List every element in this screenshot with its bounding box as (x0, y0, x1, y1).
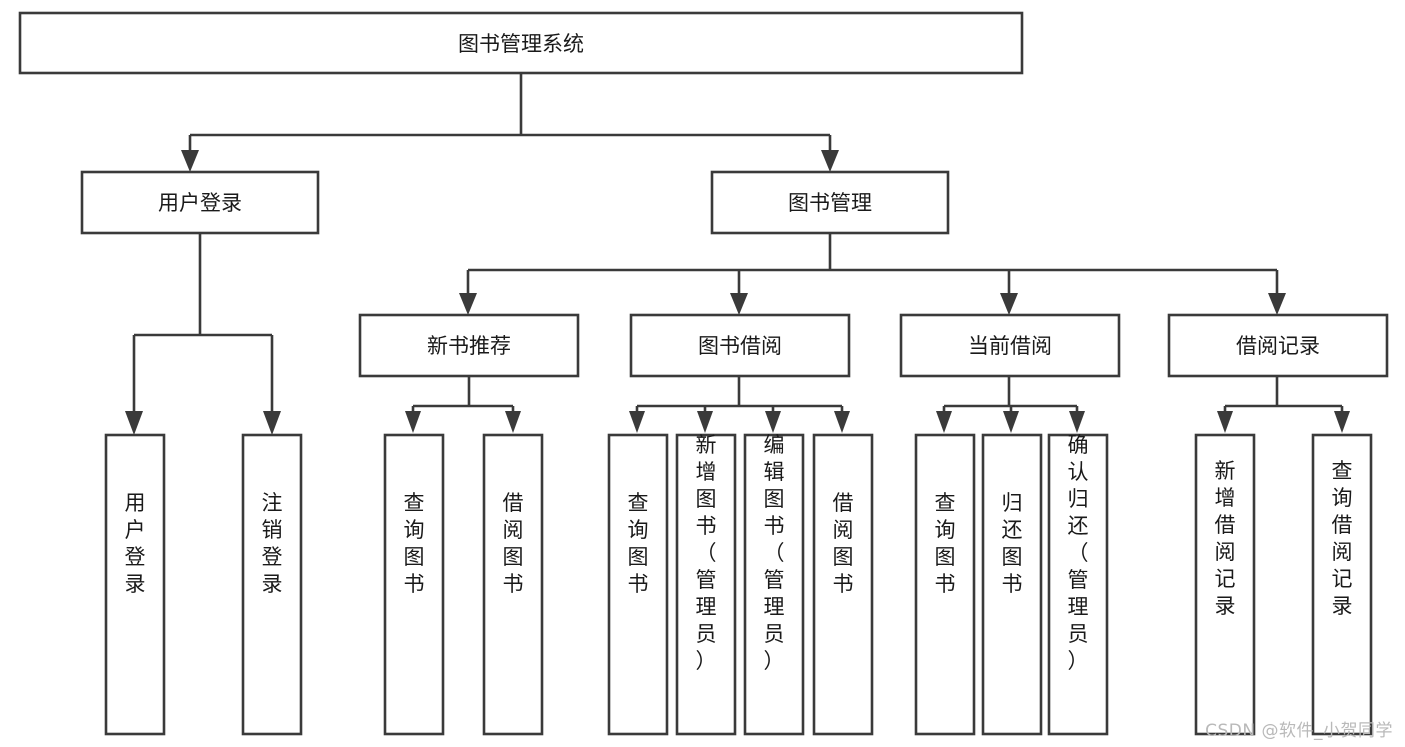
node-leaf-borrow-book-1-box[interactable] (482, 433, 544, 736)
node-leaf-return-book-box[interactable] (981, 433, 1043, 736)
node-current-borrow-label: 当前借阅 (968, 334, 1052, 358)
node-new-book-recommend[interactable]: 新书推荐 (358, 313, 580, 378)
node-leaf-user-login-label: 用户登录 (125, 491, 146, 596)
node-leaf-return-book-label: 归还图书 (1002, 491, 1023, 596)
arrow-head-leaf-logout (263, 411, 281, 435)
node-leaf-add-record-label: 新增借阅记录 (1215, 459, 1236, 618)
node-book-management-label: 图书管理 (788, 191, 872, 215)
arrow-head-new-book-recommend (459, 293, 477, 315)
arrow-head-leaf-query-book-1 (405, 411, 421, 433)
node-leaf-query-book-3-box[interactable] (914, 433, 976, 736)
node-borrow-record-label: 借阅记录 (1236, 334, 1320, 358)
node-leaf-query-record-box[interactable] (1311, 433, 1373, 736)
arrow-head-leaf-return-book (1003, 411, 1019, 433)
node-book-management-box[interactable] (710, 170, 950, 235)
node-leaf-borrow-book-1[interactable]: 借阅图书 (482, 433, 544, 736)
node-leaf-logout-label: 注销登录 (262, 491, 283, 596)
node-root-label: 图书管理系统 (458, 32, 584, 56)
node-root-box[interactable] (18, 11, 1024, 75)
arrow-head-leaf-edit-book (765, 411, 781, 433)
arrow-head-book-management (821, 150, 839, 172)
node-user-login-label: 用户登录 (158, 191, 242, 215)
arrow-head-book-borrow (730, 293, 748, 315)
arrow-head-leaf-borrow-book-2 (834, 411, 850, 433)
node-leaf-query-book-1[interactable]: 查询图书 (383, 433, 445, 736)
node-leaf-edit-book-label: 编辑图书（管理员） (764, 433, 785, 673)
node-leaf-logout-box[interactable] (241, 433, 303, 736)
arrow-head-leaf-query-record (1334, 411, 1350, 433)
node-leaf-query-book-1-label: 查询图书 (404, 491, 425, 596)
node-leaf-query-book-3[interactable]: 查询图书 (914, 433, 976, 736)
node-leaf-query-book-1-box[interactable] (383, 433, 445, 736)
node-book-borrow-label: 图书借阅 (698, 334, 782, 358)
node-leaf-query-book-2-label: 查询图书 (628, 491, 649, 596)
node-leaf-add-record-box[interactable] (1194, 433, 1256, 736)
node-borrow-record-box[interactable] (1167, 313, 1389, 378)
node-user-login-box[interactable] (80, 170, 320, 235)
arrow-head-leaf-user-login (125, 411, 143, 435)
node-leaf-borrow-book-1-label: 借阅图书 (503, 491, 524, 596)
connector-layer (125, 73, 1350, 435)
node-leaf-add-book-label: 新增图书（管理员） (696, 433, 717, 673)
arrow-head-borrow-record (1268, 293, 1286, 315)
node-leaf-user-login[interactable]: 用户登录 (104, 433, 166, 736)
arrow-head-current-borrow (1000, 293, 1018, 315)
node-new-book-recommend-box[interactable] (358, 313, 580, 378)
node-borrow-record[interactable]: 借阅记录 (1167, 313, 1389, 378)
node-leaf-user-login-box[interactable] (104, 433, 166, 736)
node-new-book-recommend-label: 新书推荐 (427, 334, 511, 358)
node-book-borrow[interactable]: 图书借阅 (629, 313, 851, 378)
node-leaf-query-record-label: 查询借阅记录 (1332, 459, 1353, 618)
node-leaf-query-book-3-label: 查询图书 (935, 491, 956, 596)
node-leaf-borrow-book-2-label: 借阅图书 (833, 491, 854, 596)
node-current-borrow[interactable]: 当前借阅 (899, 313, 1121, 378)
arrow-head-leaf-add-book (697, 411, 713, 433)
node-leaf-confirm-return[interactable]: 确认归还（管理员） (1047, 433, 1109, 736)
arrow-head-leaf-borrow-book-1 (505, 411, 521, 433)
node-leaf-add-book[interactable]: 新增图书（管理员） (675, 433, 737, 736)
node-leaf-add-record[interactable]: 新增借阅记录 (1194, 433, 1256, 736)
node-leaf-borrow-book-2[interactable]: 借阅图书 (812, 433, 874, 736)
node-leaf-add-book-box[interactable] (675, 433, 737, 736)
node-root[interactable]: 图书管理系统 (18, 11, 1024, 75)
node-leaf-query-book-2[interactable]: 查询图书 (607, 433, 669, 736)
node-leaf-return-book[interactable]: 归还图书 (981, 433, 1043, 736)
arrow-head-user-login (181, 150, 199, 172)
node-current-borrow-box[interactable] (899, 313, 1121, 378)
node-leaf-confirm-return-box[interactable] (1047, 433, 1109, 736)
node-leaf-edit-book[interactable]: 编辑图书（管理员） (743, 433, 805, 736)
node-leaf-logout[interactable]: 注销登录 (241, 433, 303, 736)
node-leaf-borrow-book-2-box[interactable] (812, 433, 874, 736)
arrow-head-leaf-add-record (1217, 411, 1233, 433)
node-leaf-edit-book-box[interactable] (743, 433, 805, 736)
node-leaf-query-book-2-box[interactable] (607, 433, 669, 736)
csdn-watermark: CSDN @软件_小贺同学 (1205, 721, 1393, 741)
arrow-head-leaf-query-book-3 (936, 411, 952, 433)
arrow-head-leaf-query-book-2 (629, 411, 645, 433)
node-leaf-confirm-return-label: 确认归还（管理员） (1068, 433, 1089, 673)
node-leaf-query-record[interactable]: 查询借阅记录 (1311, 433, 1373, 736)
node-book-management[interactable]: 图书管理 (710, 170, 950, 235)
node-book-borrow-box[interactable] (629, 313, 851, 378)
arrow-head-leaf-confirm-return (1069, 411, 1085, 433)
node-user-login[interactable]: 用户登录 (80, 170, 320, 235)
